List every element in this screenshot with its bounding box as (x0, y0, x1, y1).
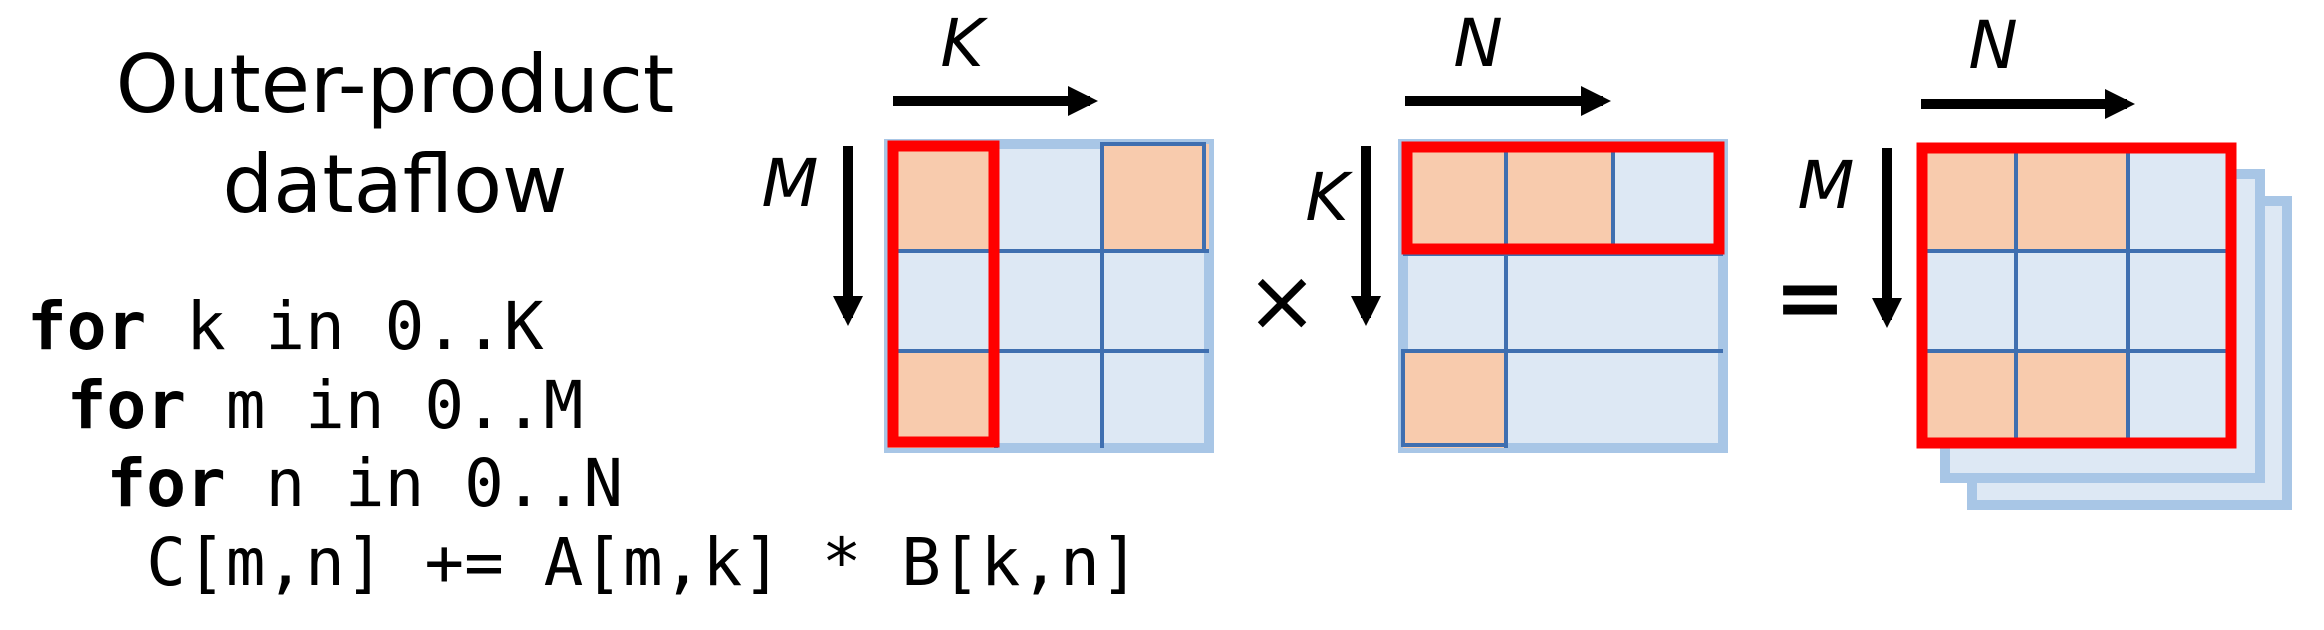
code-line-4: C[m,n] += A[m,k] * B[k,n] (27, 523, 1140, 603)
equals-operator: = (1774, 248, 1846, 348)
code-text: m in 0..M (185, 366, 584, 444)
cell-frame (1401, 349, 1508, 447)
code-line-3: for n in 0..N (27, 445, 1140, 524)
highlighted-cell (1919, 351, 2016, 446)
code-keyword: for (27, 288, 147, 365)
highlighted-cell (1403, 144, 1506, 254)
col-label-b: N (1453, 5, 1502, 82)
full-matrix-frame (1916, 142, 2237, 449)
loop-code: for k in 0..K for m in 0..M for n in 0..… (27, 288, 1140, 602)
col-label-c: N (1968, 7, 2017, 84)
code-text: C[m,n] += A[m,k] * B[k,n] (146, 523, 1140, 601)
highlighted-cell (1919, 145, 2016, 251)
highlighted-cell (1403, 351, 1506, 448)
title-line-1: Outer-product (115, 38, 675, 131)
selected-column-frame (887, 140, 1000, 448)
diagram-title: Outer-product dataflow (55, 35, 735, 235)
highlighted-cell (889, 351, 996, 448)
code-text: k in 0..K (146, 288, 544, 365)
matrix-b: N K (1305, 5, 1728, 453)
highlighted-cell (2016, 145, 2128, 251)
selected-row-frame (1401, 141, 1725, 255)
highlighted-cell (1506, 144, 1613, 254)
code-keyword: for (106, 445, 226, 522)
matrix-a: K M (762, 5, 1214, 453)
highlighted-cell (1102, 144, 1209, 251)
cell-frame (1100, 142, 1206, 253)
code-keyword: for (66, 366, 186, 444)
matrix-a-cells (889, 144, 1209, 448)
highlighted-cell (889, 144, 996, 251)
highlighted-cell (2016, 351, 2128, 446)
matrix-b-cells (1403, 144, 1613, 448)
title-line-2: dataflow (222, 138, 568, 231)
matrix-c-cells (1919, 145, 2128, 446)
matrix-c: N M (1798, 7, 2292, 510)
row-label-a: M (762, 145, 819, 222)
code-line-1: for k in 0..K (27, 288, 1140, 367)
row-label-b: K (1305, 159, 1353, 236)
col-label-a: K (940, 5, 988, 82)
code-line-2: for m in 0..M (27, 367, 1140, 446)
code-text: n in 0..N (225, 445, 624, 522)
row-label-c: M (1798, 147, 1855, 224)
times-operator: × (1246, 251, 1318, 351)
